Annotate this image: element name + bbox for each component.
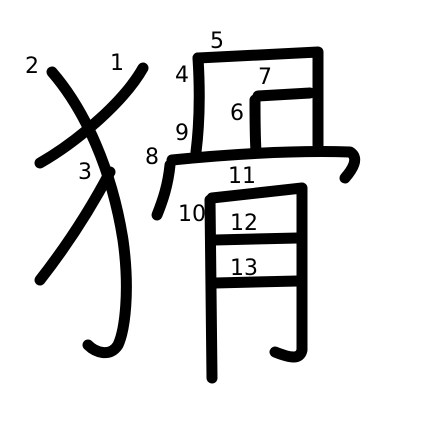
stroke-3	[34, 166, 116, 286]
stroke-9	[166, 146, 361, 184]
stroke-number-11: 11	[228, 164, 256, 189]
stroke-number-9: 9	[175, 121, 189, 146]
stroke-number-6: 6	[230, 101, 244, 126]
stroke-1	[34, 62, 149, 169]
stroke-2	[46, 66, 132, 359]
stroke-number-7: 7	[258, 65, 272, 90]
stroke-11	[206, 182, 308, 363]
stroke-5	[192, 46, 324, 151]
stroke-number-5: 5	[210, 29, 224, 54]
stroke-4	[190, 52, 205, 158]
stroke-number-13: 13	[230, 256, 258, 281]
stroke-12	[209, 232, 304, 246]
stroke-7	[252, 87, 316, 102]
stroke-number-8: 8	[145, 145, 159, 170]
stroke-number-1: 1	[110, 51, 124, 76]
stroke-number-2: 2	[25, 54, 39, 79]
stroke-8	[151, 159, 176, 221]
stroke-number-10: 10	[178, 202, 206, 227]
stroke-13	[209, 275, 304, 289]
stroke-number-3: 3	[78, 160, 92, 185]
stroke-number-12: 12	[230, 211, 258, 236]
stroke-10	[204, 194, 218, 384]
stroke-6	[249, 94, 262, 158]
stroke-number-4: 4	[175, 63, 189, 88]
